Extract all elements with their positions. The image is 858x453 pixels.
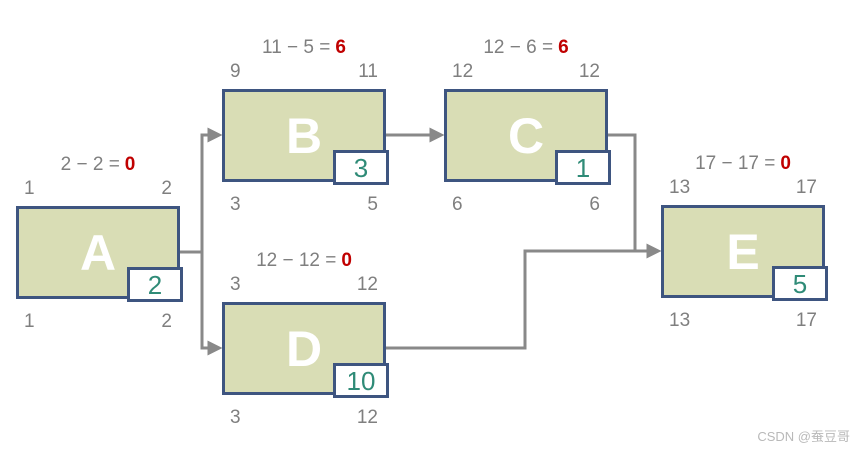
slack-value: 6 (335, 37, 346, 58)
duration-value: 1 (575, 152, 591, 183)
activity-box: B (222, 89, 386, 182)
activity-label: D (285, 320, 323, 377)
activity-node-C: 12 − 6 =6 12 12 C 1 6 6 (444, 37, 611, 215)
duration-box: 10 (333, 363, 389, 398)
late-finish-value: 17 (795, 310, 817, 331)
duration-box: 2 (127, 267, 183, 302)
activity-label: B (285, 107, 323, 164)
early-start-value: 1 (24, 178, 35, 199)
early-start-value: 13 (669, 177, 691, 198)
activity-label: C (507, 107, 545, 164)
activity-box: D (222, 302, 386, 395)
late-start-value: 13 (669, 310, 691, 331)
late-start-value: 6 (452, 194, 463, 215)
duration-box: 1 (555, 150, 611, 185)
late-finish-value: 12 (356, 407, 378, 428)
early-start-value: 12 (452, 61, 474, 82)
late-finish-value: 5 (367, 194, 378, 215)
activity-label: A (79, 224, 117, 281)
slack-value: 0 (780, 153, 791, 174)
slack-formula: 2 − 2 =0 (0, 154, 220, 176)
late-start-value: 3 (230, 407, 241, 428)
early-start-value: 9 (230, 61, 241, 82)
edge-C-E (608, 133, 637, 251)
slack-value: 0 (124, 154, 136, 175)
duration-value: 5 (792, 268, 808, 299)
duration-box: 3 (333, 150, 389, 185)
watermark: CSDN @蚕豆哥 (757, 429, 850, 444)
early-finish-value: 12 (578, 61, 600, 82)
slack-value: 0 (341, 250, 352, 271)
slack-expression: 12 − 12 = (256, 250, 337, 271)
activity-box: C (444, 89, 608, 182)
edge-D-E (386, 243, 662, 350)
duration-value: 10 (346, 365, 376, 396)
duration-value: 3 (353, 152, 369, 183)
late-finish-value: 6 (589, 194, 600, 215)
early-finish-value: 11 (358, 61, 378, 82)
slack-formula: 12 − 6 =6 (404, 37, 648, 59)
activity-label: E (726, 223, 760, 280)
edge-A-B (180, 127, 223, 254)
early-start-value: 3 (230, 274, 241, 295)
slack-expression: 17 − 17 = (695, 153, 776, 174)
slack-formula: 12 − 12 =0 (182, 250, 426, 272)
late-finish-value: 2 (161, 311, 172, 332)
activity-node-D: 12 − 12 =0 3 12 D 10 3 12 (222, 250, 389, 428)
slack-formula: 17 − 17 =0 (621, 153, 858, 175)
duration-box: 5 (772, 266, 828, 301)
activity-node-E: 17 − 17 =0 13 17 E 5 13 17 (661, 153, 828, 331)
early-finish-value: 2 (161, 178, 172, 199)
slack-expression: 11 − 5 = (262, 37, 331, 58)
late-start-value: 1 (24, 311, 35, 332)
early-finish-value: 12 (356, 274, 378, 295)
late-start-value: 3 (230, 194, 241, 215)
slack-value: 6 (558, 37, 569, 58)
slack-formula: 11 − 5 =6 (182, 37, 426, 59)
early-finish-value: 17 (795, 177, 817, 198)
activity-node-B: 11 − 5 =6 9 11 B 3 3 5 (222, 37, 389, 215)
edge-A-D (200, 252, 223, 356)
activity-node-A: 2 − 2 =0 1 2 A 2 1 2 (16, 154, 183, 332)
slack-expression: 12 − 6 = (483, 37, 554, 58)
slack-expression: 2 − 2 = (60, 154, 120, 175)
duration-value: 2 (147, 269, 163, 300)
